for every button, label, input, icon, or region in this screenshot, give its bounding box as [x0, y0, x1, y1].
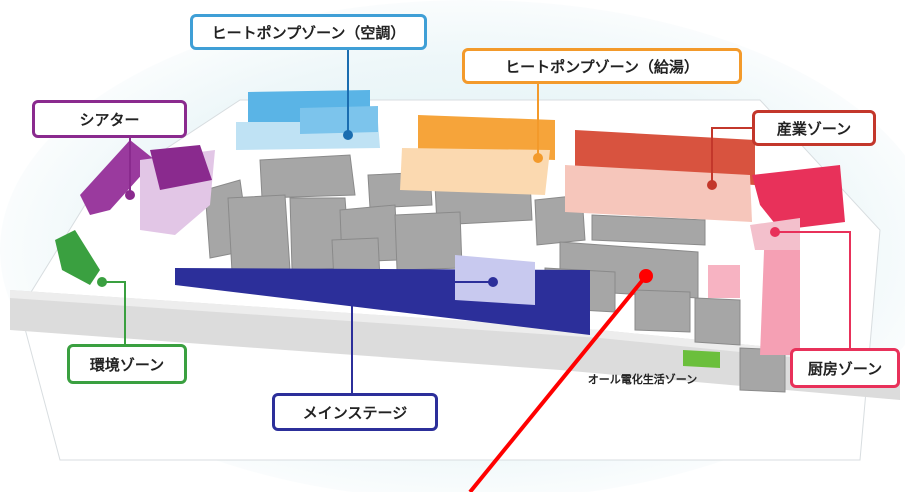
leader-lines — [97, 50, 851, 395]
industry-block — [565, 130, 755, 222]
environment-block — [55, 230, 100, 285]
pointer-dot — [639, 269, 653, 283]
label-environment[interactable]: 環境ゾーン — [67, 344, 187, 384]
all-electric-block — [683, 350, 720, 368]
hp-water-block — [400, 115, 555, 195]
label-kitchen[interactable]: 厨房ゾーン — [790, 348, 900, 388]
label-hp-aircon[interactable]: ヒートポンプゾーン（空調） — [190, 14, 427, 50]
hp-aircon-block — [236, 90, 380, 150]
walkway — [10, 290, 900, 400]
theater-block — [80, 140, 215, 235]
label-theater[interactable]: シアター — [32, 100, 187, 138]
label-hp-water[interactable]: ヒートポンプゾーン（給湯） — [462, 48, 742, 84]
label-industry[interactable]: 産業ゾーン — [752, 110, 876, 146]
label-main-stage[interactable]: メインステージ — [272, 393, 438, 431]
pointer-line — [468, 274, 648, 492]
label-all-electric[interactable]: オール電化生活ゾーン — [587, 373, 698, 386]
